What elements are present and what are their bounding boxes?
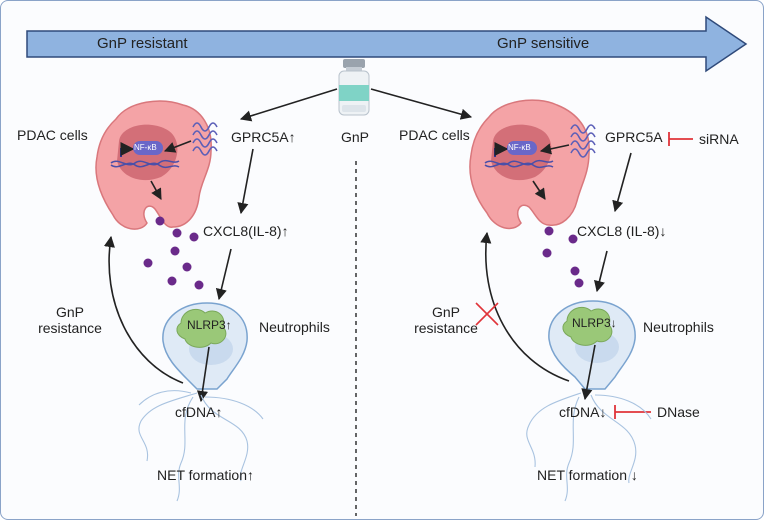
nlrp3-complex-right xyxy=(562,306,613,346)
gnp-vial-icon xyxy=(338,59,370,116)
resistance-line2-left: resistance xyxy=(38,320,102,336)
net-formation-label-right: NET formation ↓ xyxy=(537,467,638,483)
resistance-line1-left: GnP xyxy=(55,304,84,320)
dna-helix-right xyxy=(484,159,554,166)
nlrp3-complex-left xyxy=(176,308,227,348)
resistance-line1-right: GnP xyxy=(431,304,460,320)
nlrp3-label-left: NLRP3↑ xyxy=(187,318,232,332)
arrow-nlrp3-to-cfdna-left xyxy=(196,346,210,403)
cfdna-label-right: cfDNA↓ xyxy=(559,404,607,420)
net-strands-left xyxy=(138,390,264,502)
drug-label: GnP xyxy=(341,129,370,145)
arrow-cxcl8-to-neutrophil-left xyxy=(215,248,232,301)
pdac-cells-label-right: PDAC cells xyxy=(399,127,470,143)
cytokine-dots-left xyxy=(143,216,204,290)
arrow-gnp-resistance-right xyxy=(480,231,570,382)
arrow-gnp-resistance-left xyxy=(103,235,184,384)
resistance-line2-right: resistance xyxy=(414,320,478,336)
transcription-arrow-left xyxy=(120,142,135,157)
gnp-resistance-label-right: GnP resistance xyxy=(411,304,481,336)
arrow-gnp-to-gprc5a-right xyxy=(370,88,473,120)
cxcl8-label-right: CXCL8 (IL-8)↓ xyxy=(577,223,667,239)
blocked-cross-mark xyxy=(475,302,499,326)
gprc5a-label-left: GPRC5A↑ xyxy=(231,129,296,145)
nfkb-label-right: NF-κB xyxy=(508,143,531,152)
arrow-receptor-to-nfkb-right xyxy=(539,143,570,155)
neutrophils-label-left: Neutrophils xyxy=(259,319,330,335)
dna-helix-left xyxy=(110,159,180,166)
nfkb-label-left: NF-κB xyxy=(134,143,157,152)
pdac-cells-label-left: PDAC cells xyxy=(17,127,88,143)
net-formation-label-left: NET formation↑ xyxy=(157,467,254,483)
progression-banner-arrow xyxy=(26,15,748,73)
arrow-nucleus-to-secretion-right xyxy=(532,180,546,200)
gprc5a-receptor-left-icon xyxy=(192,122,218,156)
arrow-nlrp3-to-cfdna-right xyxy=(581,344,596,401)
nfkb-box-left xyxy=(133,141,163,155)
banner-label-resistant: GnP resistant xyxy=(97,35,188,52)
arrow-nucleus-to-secretion-left xyxy=(150,180,162,200)
transcription-arrow-right xyxy=(494,142,509,157)
cxcl8-label-left: CXCL8(IL-8)↑ xyxy=(203,223,289,239)
arrow-gnp-to-gprc5a-left xyxy=(239,88,338,122)
cfdna-label-left: cfDNA↑ xyxy=(175,404,223,420)
neutrophils-label-right: Neutrophils xyxy=(643,319,714,335)
dnase-label: DNase xyxy=(657,404,700,420)
sirna-label: siRNA xyxy=(699,131,739,147)
dna-helix-strand-right xyxy=(484,162,554,169)
nfkb-box-right xyxy=(507,141,537,155)
arrow-gprc5a-to-cxcl8-right xyxy=(612,152,632,213)
arrow-receptor-to-nfkb-left xyxy=(163,140,192,153)
net-strands-right xyxy=(526,392,652,502)
arrow-gprc5a-to-cxcl8-left xyxy=(237,148,254,215)
gnp-resistance-label-left: GnP resistance xyxy=(35,304,105,336)
gprc5a-receptor-right-icon xyxy=(570,124,596,158)
arrow-cxcl8-to-neutrophil-right xyxy=(594,250,608,293)
gprc5a-label-right: GPRC5A xyxy=(605,129,663,145)
cytokine-dots-right xyxy=(542,226,584,288)
banner-label-sensitive: GnP sensitive xyxy=(497,35,590,52)
nlrp3-label-right: NLRP3↓ xyxy=(572,316,617,330)
dna-helix-strand-left xyxy=(110,162,180,169)
